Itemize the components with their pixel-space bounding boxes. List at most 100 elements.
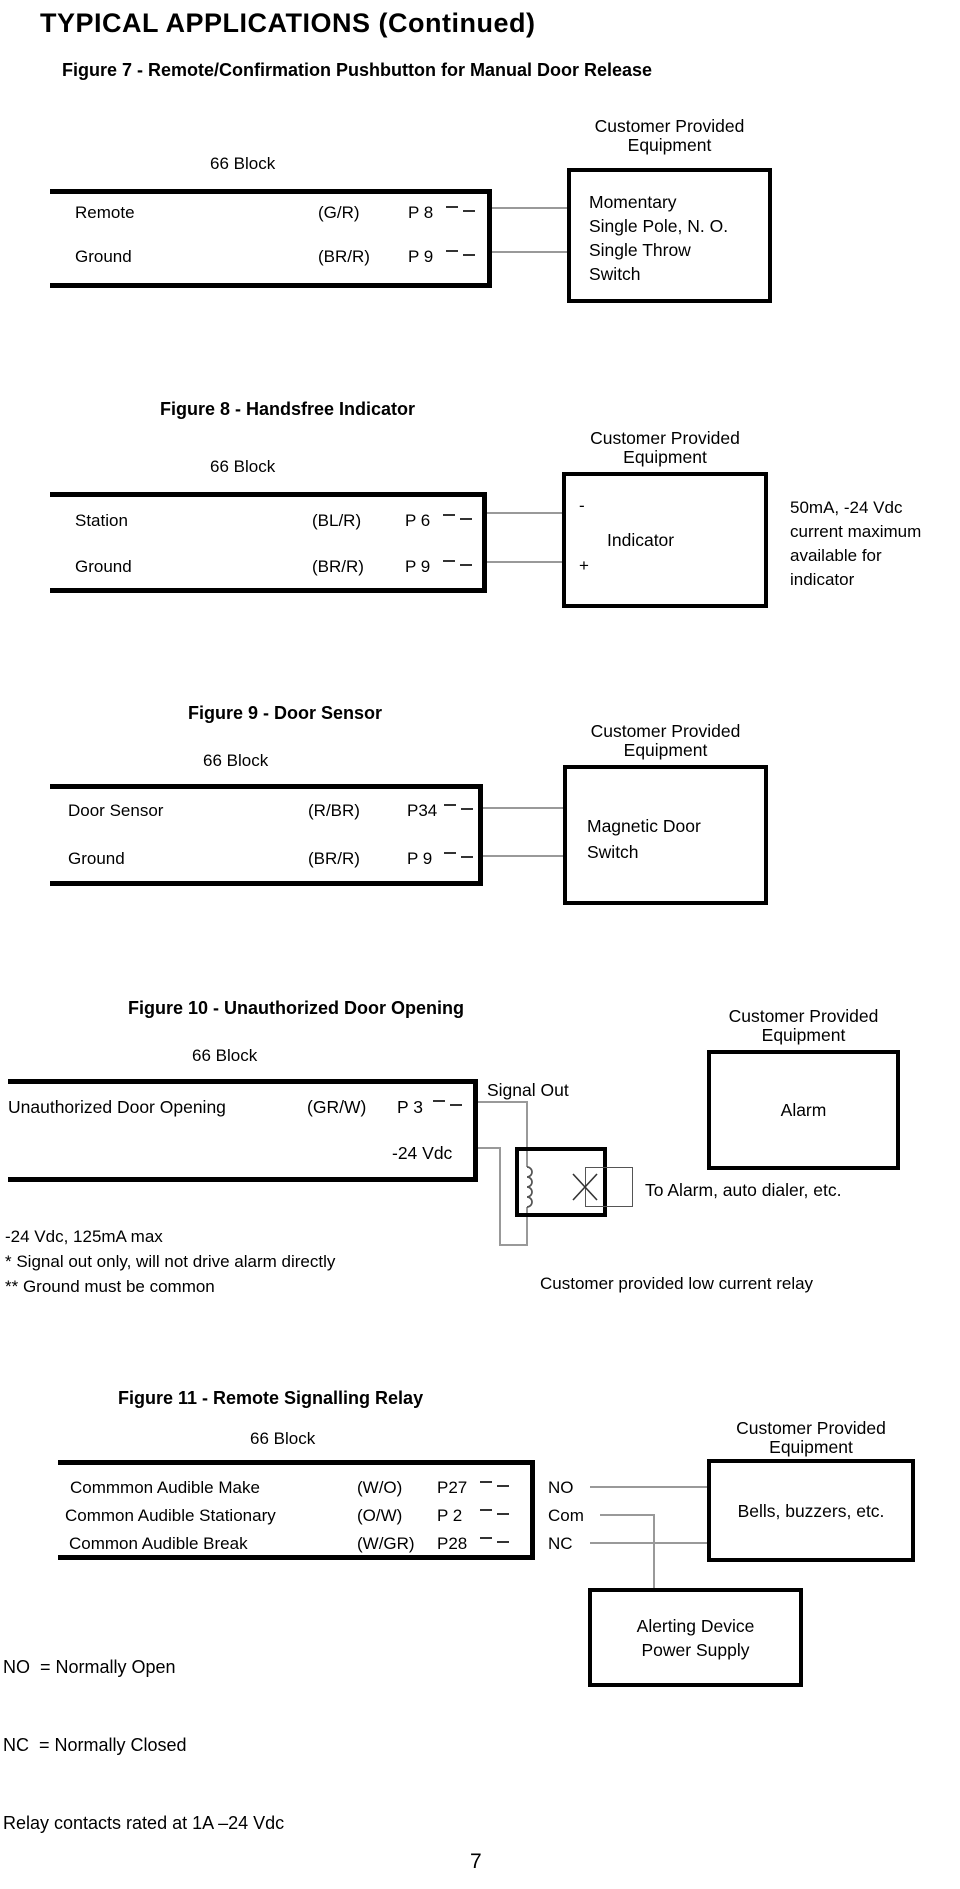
fig7-row1-pin: P 8 [408,203,434,222]
fig8-side-note: 50mA, -24 Vdc current maximum available … [790,496,921,592]
pin-dashes-icon [480,1537,510,1545]
fig11-cpe-label: Customer Provided Equipment [707,1419,915,1457]
fig8-row1-label: Station [75,511,128,530]
relay-coil-icon [526,1166,533,1208]
connector-line [487,561,562,563]
page-number: 7 [470,1850,482,1873]
no-wire [590,1486,707,1488]
fig10-66block-label: 66 Block [192,1046,258,1065]
vdc-wire [499,1147,501,1246]
pin-dashes-icon [444,804,474,812]
fig11-row2-term: Com [548,1506,584,1525]
cpe-label-line2: Equipment [761,1025,846,1045]
connector-line [492,207,567,209]
fig7-cpe-label: Customer Provided Equipment [567,117,772,155]
fig9-device-line: Switch [587,842,639,862]
fig11-row1-label: Commmon Audible Make [70,1478,260,1497]
fig11-power-line: Alerting Device [636,1615,755,1636]
fig11-caption: Figure 11 - Remote Signalling Relay [118,1388,424,1408]
signal-wire [478,1101,528,1103]
fig8-row2-code: (BR/R) [312,557,364,576]
fig9-row2-label: Ground [68,849,125,868]
fig7-terminal-block [50,189,492,288]
fig8-row2-pin: P 9 [405,557,431,576]
cpe-label-line1: Customer Provided [594,116,745,136]
page-title: TYPICAL APPLICATIONS (Continued) [40,8,536,38]
fig10-row-code: (GR/W) [307,1097,367,1117]
cpe-label-line1: Customer Provided [590,721,741,741]
connector-line [487,512,562,514]
fig8-cpe-label: Customer Provided Equipment [562,429,768,467]
com-wire [600,1514,655,1516]
coil-wire [526,1207,528,1246]
pin-dashes-icon [480,1509,510,1517]
cpe-label-line1: Customer Provided [728,1006,879,1026]
fig11-row1-pin: P27 [437,1478,468,1497]
fig8-cpe-box [562,472,768,608]
fig10-note-line: * Signal out only, will not drive alarm … [5,1252,336,1271]
fig11-66block-label: 66 Block [250,1429,316,1448]
fig10-device-label: Alarm [780,1100,827,1120]
fig9-cpe-box: Magnetic Door Switch [563,765,768,905]
fig7-row2-label: Ground [75,247,132,266]
fig7-row1-code: (G/R) [318,203,360,222]
fig10-vdc-label: -24 Vdc [392,1143,453,1163]
cpe-label-line2: Equipment [769,1437,853,1457]
fig7-caption: Figure 7 - Remote/Confirmation Pushbutto… [62,60,653,80]
fig7-device-line: Momentary [589,192,677,212]
pin-dashes-icon [433,1100,463,1108]
vdc-wire [478,1147,501,1149]
connector-line [492,251,567,253]
fig9-row1-label: Door Sensor [68,801,164,820]
fig7-row2-pin: P 9 [408,247,434,266]
connector-line [483,807,563,809]
fig8-note-line: current maximum [790,522,922,541]
fig11-device-label: Bells, buzzers, etc. [737,1500,885,1521]
fig8-row1-pin: P 6 [405,511,431,530]
pin-dashes-icon [443,560,473,568]
fig9-row2-pin: P 9 [407,849,433,868]
cpe-label-line2: Equipment [627,135,712,155]
fig10-to-alarm-label: To Alarm, auto dialer, etc. [645,1180,842,1200]
fig10-row-pin: P 3 [397,1097,423,1117]
fig11-terminal-block [58,1460,535,1560]
fig9-cpe-label: Customer Provided Equipment [563,722,768,760]
fig8-note-line: 50mA, -24 Vdc [790,498,903,517]
fig11-note-line: NO = Normally Open [3,1657,176,1677]
cpe-label-line2: Equipment [623,740,708,760]
fig9-caption: Figure 9 - Door Sensor [188,703,383,723]
fig11-row3-term: NC [548,1534,573,1553]
fig8-plus-terminal: + [579,556,589,575]
fig11-row3-code: (W/GR) [357,1534,415,1553]
fig11-row3-label: Common Audible Break [69,1534,248,1553]
fig11-note-line: Relay contacts rated at 1A –24 Vdc [3,1813,285,1833]
fig9-row1-code: (R/BR) [308,801,360,820]
fig10-row-label: Unauthorized Door Opening [8,1097,226,1117]
fig9-device-line: Magnetic Door [587,816,701,836]
fig8-note-line: indicator [790,570,855,589]
fig8-minus-terminal: - [579,496,585,515]
pin-dashes-icon [446,250,476,258]
fig11-row2-label: Common Audible Stationary [65,1506,276,1525]
fig7-device-line: Single Pole, N. O. [589,216,729,236]
fig8-note-line: available for [790,546,882,565]
cpe-label-line1: Customer Provided [736,1418,886,1438]
fig7-66block-label: 66 Block [210,154,276,173]
cpe-label-line2: Equipment [623,447,707,467]
fig9-row2-code: (BR/R) [308,849,360,868]
fig9-row1-pin: P34 [407,801,438,820]
fig11-power-line: Power Supply [641,1639,750,1660]
connector-line [483,855,563,857]
fig9-terminal-block [50,784,483,886]
pin-dashes-icon [444,852,474,860]
fig10-note-line: -24 Vdc, 125mA max [5,1227,163,1246]
fig7-row1-label: Remote [75,203,135,222]
fig11-row1-term: NO [548,1478,574,1497]
fig8-device-label: Indicator [607,530,675,550]
fig10-relay-note: Customer provided low current relay [540,1274,814,1293]
fig7-device-line: Switch [589,264,641,284]
contact-x-icon [572,1173,598,1201]
fig10-signal-out-label: Signal Out [487,1080,569,1100]
fig11-row3-pin: P28 [437,1534,468,1553]
